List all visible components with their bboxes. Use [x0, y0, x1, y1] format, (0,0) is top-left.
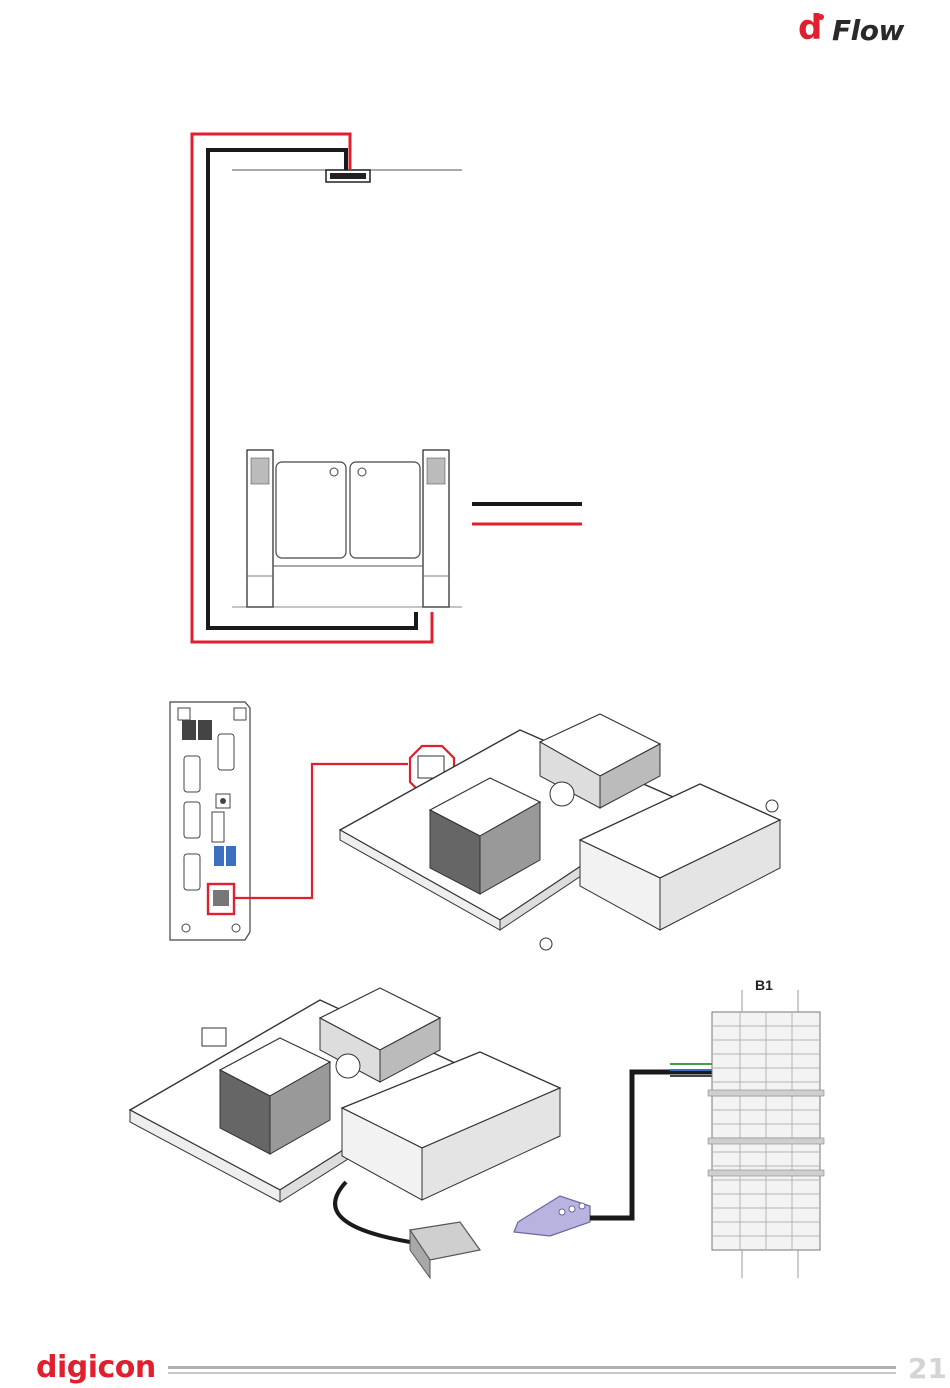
serial-port — [184, 756, 200, 792]
right-gate-sensor — [358, 468, 366, 476]
page-number: 21 — [908, 1352, 947, 1385]
right-pedestal-grille — [427, 458, 445, 484]
footer-rule — [168, 1366, 896, 1369]
left-gate-panel — [276, 462, 346, 558]
footer-rule — [168, 1372, 896, 1374]
terminal-cable — [590, 1072, 714, 1218]
usb-port — [198, 720, 212, 740]
footer-brand: digicon — [36, 1350, 156, 1385]
logo-dot — [818, 14, 824, 20]
board-ethernet-port — [202, 1028, 226, 1046]
ethernet-port — [213, 890, 229, 906]
usb3-port — [226, 846, 236, 866]
left-gate-sensor — [330, 468, 338, 476]
logo-text: Flow — [832, 14, 904, 47]
plug-connector — [514, 1196, 590, 1236]
terminal-block-label: B1 — [755, 977, 773, 993]
usb-port — [182, 720, 196, 740]
connector-cable — [335, 1182, 410, 1242]
ceiling-sensor-lens — [330, 173, 366, 179]
serial-port — [184, 802, 200, 838]
left-pedestal-grille — [251, 458, 269, 484]
controller-network-connection-diagram — [160, 690, 800, 960]
usb3-port — [214, 846, 224, 866]
terminal-block-connection-diagram: B1 — [110, 960, 840, 1290]
serial-port — [184, 854, 200, 890]
board-knob — [550, 782, 574, 806]
right-gate-panel — [350, 462, 420, 558]
serial-port — [218, 734, 234, 770]
dflow-logo: d Flow — [798, 10, 908, 50]
gate-installation-diagram — [180, 120, 620, 660]
board-knob — [336, 1054, 360, 1078]
page-footer: digicon 21 — [0, 1340, 950, 1388]
hdmi-port — [212, 812, 224, 842]
